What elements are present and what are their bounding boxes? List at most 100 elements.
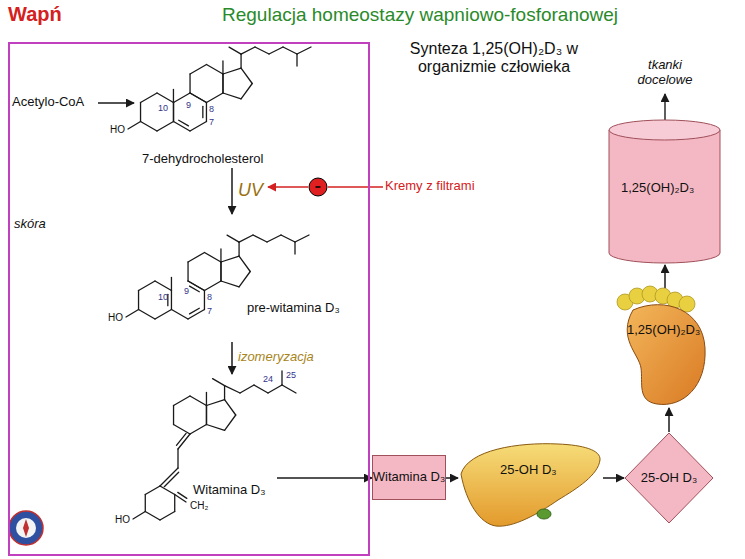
bond	[160, 468, 178, 486]
bond	[174, 425, 190, 435]
bond	[206, 103, 207, 122]
atom-number: 7	[207, 306, 212, 316]
section-heading: Synteza 1,25(OH)₂D₃ w organizmie człowie…	[378, 40, 610, 77]
bond	[175, 495, 186, 503]
bond	[268, 385, 282, 393]
bond	[221, 281, 239, 287]
bond	[138, 291, 139, 310]
structure-formula: pre-witamina D₃	[97, 214, 362, 342]
node-text: 25-OH D₃	[500, 463, 557, 478]
compound-diamond: 25-OH D₃	[624, 432, 714, 524]
bond	[160, 486, 175, 495]
atom-number: 10	[158, 292, 168, 302]
bond	[206, 406, 207, 425]
bond	[225, 400, 236, 415]
bond	[207, 93, 223, 103]
node-text: 1,25(OH)₂D₃	[627, 323, 700, 338]
flow-arrow	[603, 477, 624, 479]
kidney-organ: 1,25(OH)₂D₃	[605, 288, 715, 408]
structure-formula: Witamina D₃	[97, 374, 277, 556]
bond	[173, 103, 174, 122]
atom-number: 7	[209, 117, 214, 127]
bond	[240, 54, 241, 68]
bond	[223, 93, 241, 99]
atom-number: 9	[184, 286, 189, 296]
bond	[224, 386, 225, 400]
bond	[267, 235, 281, 242]
bond	[206, 406, 207, 425]
atom-group: HO	[115, 514, 130, 526]
bond	[221, 256, 239, 262]
bond	[254, 385, 268, 393]
bond	[241, 47, 255, 54]
atom-group: HO	[110, 124, 125, 136]
bond	[190, 93, 206, 103]
bond	[145, 495, 146, 512]
atom-number: 25	[286, 370, 296, 380]
atom-number: 9	[186, 100, 191, 110]
bond	[282, 385, 296, 393]
bond	[190, 425, 206, 435]
bond	[220, 262, 221, 281]
kidney-outline	[605, 288, 715, 408]
bond	[188, 281, 204, 291]
bond	[190, 122, 206, 132]
bond	[155, 310, 171, 320]
bond	[190, 396, 206, 406]
bond	[139, 310, 155, 320]
bond	[297, 47, 311, 54]
bond	[223, 68, 241, 74]
skin-region: skóra 7-dehydrocholesterol pre-witamina D₃…	[8, 42, 370, 556]
bond	[126, 310, 139, 318]
bond	[176, 433, 186, 445]
bond	[164, 472, 178, 486]
structure-formula: 7-dehydrocholesterol	[102, 50, 292, 168]
node-text: Witamina D₃	[373, 470, 445, 485]
bond	[174, 122, 190, 132]
bond	[222, 61, 223, 74]
bond	[241, 84, 252, 99]
bond	[207, 400, 225, 406]
precursor-arrow	[98, 102, 134, 103]
bond	[227, 235, 239, 242]
bond	[173, 103, 174, 122]
atom-group: HO	[108, 312, 123, 324]
bond	[128, 122, 141, 130]
inhibitor-symbol	[309, 178, 327, 196]
bond	[240, 385, 254, 393]
bond	[207, 425, 225, 431]
bond	[190, 93, 206, 103]
bond	[190, 308, 200, 314]
target-label: tkanki docelowe	[628, 58, 702, 88]
bond	[173, 90, 174, 103]
bond	[225, 386, 240, 393]
bond	[204, 291, 205, 310]
page-title: Regulacja homeostazy wapniowo-fosforanow…	[222, 4, 618, 26]
bond	[296, 54, 297, 66]
bond	[160, 512, 175, 521]
university-logo	[9, 511, 43, 545]
bond	[155, 281, 171, 291]
bond	[238, 242, 239, 256]
bond	[145, 512, 160, 521]
node-text: skóra	[14, 217, 46, 232]
bond	[174, 495, 175, 512]
bond	[220, 249, 221, 262]
bond	[281, 235, 295, 242]
bond	[141, 93, 157, 103]
atom-group: CH₂	[190, 500, 208, 512]
atom-number: 8	[207, 292, 212, 302]
node-text: Witamina D₃	[193, 483, 265, 498]
bond	[255, 47, 269, 54]
bond	[281, 371, 282, 385]
bond	[190, 65, 206, 75]
bond	[171, 278, 172, 291]
bond	[294, 242, 295, 254]
bond	[241, 68, 252, 83]
bond	[171, 291, 172, 310]
bond	[190, 286, 200, 292]
edge-label: izomeryzacja	[238, 350, 314, 365]
bond	[133, 512, 145, 520]
bond	[295, 235, 309, 242]
